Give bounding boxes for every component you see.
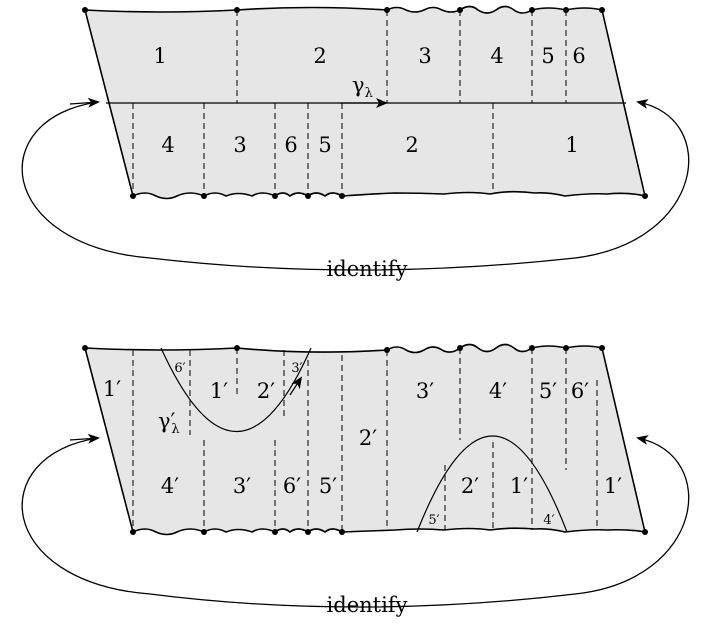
bottom-upper-label-4: 3′ [416, 379, 434, 403]
bottom-upper-label-6: 5′ [539, 379, 557, 403]
bottom-mid-label: 2′ [359, 426, 377, 450]
top-identify-arc [21, 99, 690, 271]
top-upper-dividers [236, 10, 567, 103]
top-upper-label-4: 4 [490, 44, 503, 68]
top-lower-label-3: 6 [284, 133, 297, 157]
bottom-lower-label-6: 1′ [510, 474, 528, 498]
bottom-upper-label-1: 1′ [103, 377, 121, 401]
top-upper-label-5: 5 [541, 44, 554, 68]
bottom-identify-label: identify [327, 593, 408, 617]
top-upper-label-6: 6 [572, 44, 585, 68]
top-gamma-sub: λ [365, 86, 373, 101]
top-identify-label: identify [327, 257, 408, 281]
bottom-small-label-3: 5′ [428, 513, 439, 528]
bottom-identify-arc-start-arrow [69, 433, 100, 444]
bottom-hump-curve [416, 435, 568, 533]
top-lower-label-2: 3 [233, 133, 246, 157]
bottom-lower-label-2: 3′ [233, 474, 251, 498]
bottom-dividers [132, 348, 598, 532]
bottom-lower-label-4: 5′ [319, 474, 337, 498]
bottom-small-label-4: 4′ [543, 513, 554, 528]
bottom-gamma-label: γ′λ [158, 409, 180, 437]
top-upper-label-1: 1 [153, 44, 166, 68]
bottom-upper-label-2: 1′ [210, 379, 228, 403]
top-upper-label-3: 3 [418, 44, 431, 68]
bottom-identify-arc [21, 435, 690, 608]
top-identify-arc-start-arrow [69, 97, 100, 108]
bottom-upper-label-5: 4′ [489, 379, 507, 403]
bottom-lower-label-3: 6′ [283, 474, 301, 498]
bottom-panel: 1′ 1′ 2′ 3′ 4′ 5′ 6′ 2′ 4′ 3′ 6′ 5′ 2′ 1… [21, 343, 690, 617]
top-lower-label-5: 2 [405, 133, 418, 157]
bottom-upper-label-3: 2′ [257, 379, 275, 403]
bottom-small-label-2: 3′ [291, 361, 302, 376]
top-lower-dividers [132, 103, 494, 196]
top-gamma-main: γ [352, 73, 365, 97]
bottom-small-label-1: 6′ [174, 361, 185, 376]
top-lower-label-1: 4 [161, 133, 174, 157]
bottom-gamma-main: γ′ [158, 409, 176, 433]
top-panel: 1 2 3 4 5 6 4 3 6 5 2 1 γλ identify [21, 5, 690, 281]
bottom-upper-label-7: 6′ [571, 379, 589, 403]
bottom-gamma-arrow [289, 376, 303, 396]
top-vertex-dots [82, 7, 648, 199]
bottom-lower-label-5: 2′ [461, 474, 479, 498]
bottom-vertex-dots [82, 345, 648, 535]
top-upper-label-2: 2 [313, 44, 326, 68]
top-lower-label-4: 5 [318, 133, 331, 157]
bottom-strip-region [83, 343, 647, 536]
bottom-gamma-sub: λ [171, 422, 179, 437]
bottom-lower-label-1: 4′ [161, 474, 179, 498]
top-gamma-label: γλ [352, 73, 373, 101]
bottom-lower-label-7: 1′ [604, 474, 622, 498]
top-lower-label-6: 1 [565, 133, 578, 157]
